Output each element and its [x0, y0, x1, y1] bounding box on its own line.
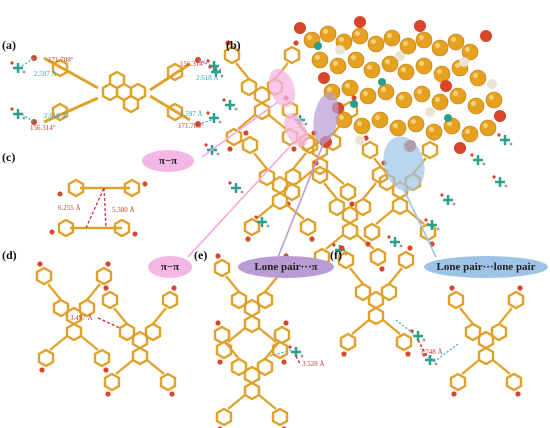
- panel-a-molecule: [9, 55, 223, 127]
- callout-lone-pair-pi: Lone pair···π: [238, 256, 334, 278]
- a-dist-tr: 2.618 Å: [196, 74, 219, 82]
- a-dist-tl: 2.597 Å: [34, 70, 57, 78]
- e-dist: 3.528 Å: [302, 360, 325, 368]
- panel-label-a: (a): [2, 38, 16, 52]
- panel-b-packing: [187, 16, 514, 272]
- c-dist-right: 5.380 Å: [112, 206, 135, 214]
- panel-label-c: (c): [2, 150, 16, 164]
- a-angle-tr: 156.314°: [180, 60, 206, 68]
- panel-label-f: (f): [330, 248, 342, 262]
- a-angle-tl: 171.708°: [48, 56, 74, 64]
- a-dist-bl: 2.618 Å: [44, 112, 67, 120]
- a-angle-bl: 156.314°: [30, 124, 56, 132]
- lone-pair-lone-pair-ellipse: [383, 136, 425, 192]
- a-angle-br: 171.708°: [178, 122, 204, 130]
- lone-pair-pi-ellipse: [313, 92, 339, 144]
- panel-c-molecule: [49, 178, 148, 238]
- f-dist: 3.748 Å: [420, 348, 443, 356]
- c-dist-left: 6.255 Å: [58, 204, 81, 212]
- panel-label-b: (b): [226, 38, 241, 52]
- panel-e-molecules: [215, 253, 305, 428]
- pi-pi-ellipse-bottom: [284, 113, 308, 147]
- panel-label-d: (d): [2, 248, 17, 262]
- panel-label-e: (e): [194, 248, 208, 262]
- callout-lone-pair-lone-pair: Lone pair···lone pair: [424, 256, 548, 278]
- panel-d-molecules: [37, 261, 177, 396]
- callout-pi-pi-top: π−π: [142, 150, 194, 172]
- d-dist: 3.497 Å: [70, 314, 93, 322]
- callout-pi-pi-bottom: π−π: [148, 256, 192, 278]
- pi-pi-ellipse-top: [268, 68, 296, 108]
- panel-f-molecules: [339, 245, 523, 396]
- a-dist-br: 2.597 Å: [180, 110, 203, 118]
